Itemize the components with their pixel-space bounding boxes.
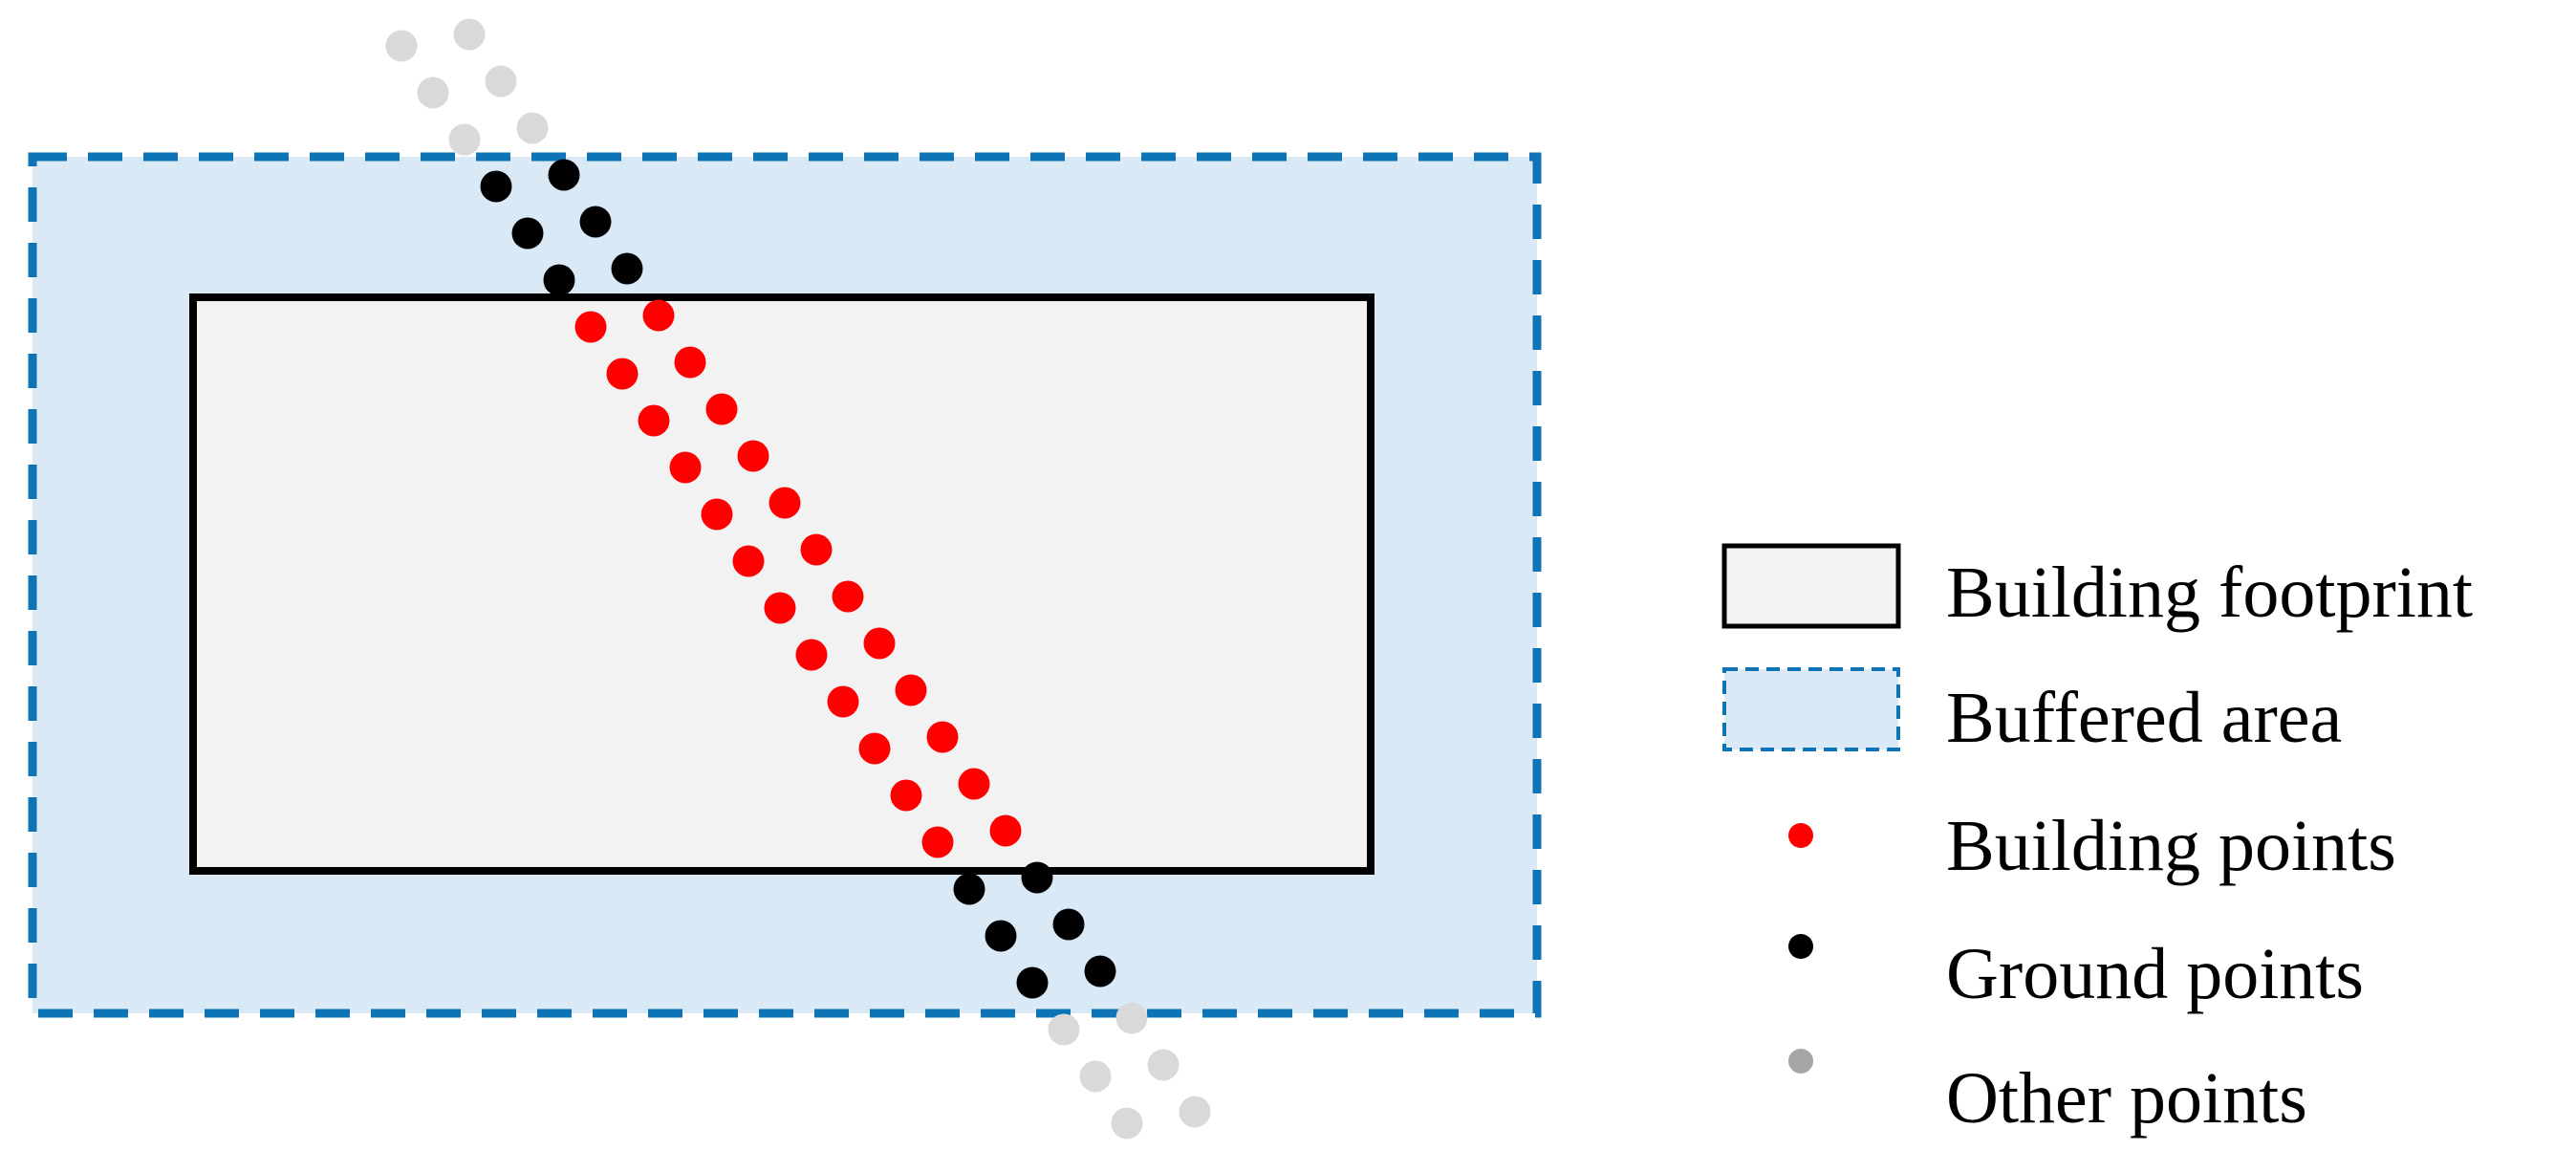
legend: Building footprint Buffered area Buildin… (1721, 543, 2473, 1139)
building-point (768, 487, 801, 519)
building-point (832, 580, 864, 613)
other-point (453, 18, 486, 51)
ground-point (953, 873, 985, 905)
other-point (485, 65, 517, 98)
legend-buffer-swatch (1722, 667, 1900, 751)
building-point (642, 299, 675, 332)
building-point (606, 358, 639, 390)
building-point (795, 639, 828, 671)
other-point (1048, 1013, 1080, 1046)
ground-point (1016, 966, 1049, 999)
ground-point (480, 170, 512, 203)
other-point (1147, 1049, 1180, 1081)
other-point (1179, 1096, 1211, 1128)
legend-other-dot (1788, 1049, 1813, 1074)
building-point (921, 826, 954, 858)
legend-footprint-label: Building footprint (1946, 553, 2473, 633)
building-point (669, 451, 702, 484)
legend-building-label: Building points (1946, 806, 2396, 886)
ground-point (543, 264, 575, 296)
building-point (827, 685, 859, 718)
legend-item-building: Building points (1788, 806, 2396, 886)
ground-point (548, 159, 580, 191)
other-point (417, 76, 449, 109)
other-point (448, 123, 481, 156)
other-point (385, 30, 418, 62)
ground-point (579, 206, 612, 238)
building-point (764, 592, 796, 624)
legend-building-dot (1788, 823, 1813, 848)
legend-item-buffer: Buffered area (1722, 667, 2342, 758)
legend-footprint-swatch (1721, 543, 1901, 629)
ground-point (611, 252, 643, 285)
building-point (890, 779, 922, 812)
legend-item-other: Other points (1788, 1049, 2307, 1139)
other-point (1111, 1107, 1143, 1139)
point-strip (385, 18, 1211, 1139)
building-point (800, 533, 833, 566)
other-point (1115, 1002, 1148, 1034)
ground-point (1021, 861, 1053, 894)
other-point (1079, 1060, 1112, 1093)
building-point (574, 311, 607, 343)
legend-item-ground: Ground points (1788, 934, 2364, 1014)
building-point (958, 768, 990, 800)
building-point (863, 627, 896, 660)
legend-item-footprint: Building footprint (1721, 543, 2473, 633)
building-point (705, 393, 738, 425)
legend-other-label: Other points (1946, 1058, 2307, 1139)
ground-point (985, 920, 1017, 952)
other-point (516, 112, 549, 144)
building-point (895, 674, 927, 706)
building-point (732, 545, 765, 577)
building-point (701, 498, 733, 531)
building-point (989, 814, 1022, 847)
building-footprint (189, 293, 1375, 875)
ground-point (1052, 908, 1085, 941)
ground-point (511, 217, 544, 250)
legend-ground-label: Ground points (1946, 934, 2364, 1014)
building-point (674, 346, 706, 379)
building-point (737, 440, 769, 472)
building-point (926, 721, 959, 753)
building-point (858, 732, 891, 765)
building-point (638, 404, 670, 437)
legend-buffer-label: Buffered area (1946, 678, 2342, 758)
ground-point (1084, 955, 1116, 988)
legend-ground-dot (1788, 934, 1813, 959)
